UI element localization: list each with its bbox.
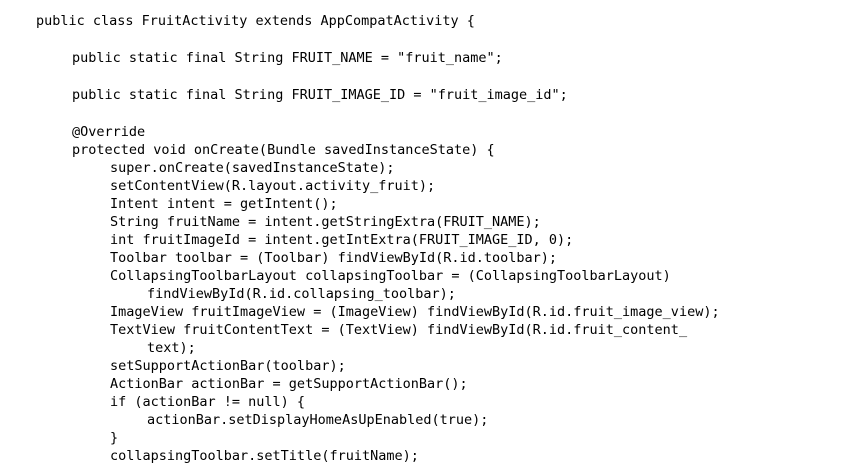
code-line-fruit-content-text-cont: text); [147, 340, 196, 356]
code-line-display-home-as-up: actionBar.setDisplayHomeAsUpEnabled(true… [147, 412, 489, 428]
code-line-fruit-name: String fruitName = intent.getStringExtra… [110, 214, 541, 230]
code-line-fruit-name-constant: public static final String FRUIT_NAME = … [72, 50, 503, 66]
code-line-class-declaration: public class FruitActivity extends AppCo… [36, 13, 475, 29]
code-line-if-action-bar: if (actionBar != null) { [110, 394, 306, 410]
blank-line [36, 30, 720, 49]
code-line-toolbar: Toolbar toolbar = (Toolbar) findViewById… [110, 250, 558, 266]
code-line-fruit-content-text: TextView fruitContentText = (TextView) f… [110, 322, 688, 338]
code-listing: public class FruitActivity extends AppCo… [36, 12, 720, 465]
code-line-fruit-image-id-constant: public static final String FRUIT_IMAGE_I… [72, 87, 568, 103]
code-line-super-oncreate: super.onCreate(savedInstanceState); [110, 160, 395, 176]
code-line-set-support-action-bar: setSupportActionBar(toolbar); [110, 358, 346, 374]
code-line-set-title: collapsingToolbar.setTitle(fruitName); [110, 448, 419, 464]
code-line-action-bar: ActionBar actionBar = getSupportActionBa… [110, 376, 468, 392]
blank-line [36, 67, 720, 86]
code-line-collapsing-toolbar-cont: findViewById(R.id.collapsing_toolbar); [147, 286, 456, 302]
code-line-set-content-view: setContentView(R.layout.activity_fruit); [110, 178, 436, 194]
code-line-get-intent: Intent intent = getIntent(); [110, 196, 338, 212]
blank-line [36, 104, 720, 123]
code-line-fruit-image-view: ImageView fruitImageView = (ImageView) f… [110, 304, 720, 320]
code-line-closing-brace: } [110, 430, 119, 446]
code-line-oncreate-signature: protected void onCreate(Bundle savedInst… [72, 142, 495, 158]
code-line-override-annotation: @Override [72, 124, 146, 140]
code-line-collapsing-toolbar: CollapsingToolbarLayout collapsingToolba… [110, 268, 671, 284]
code-line-fruit-image-id: int fruitImageId = intent.getIntExtra(FR… [110, 232, 574, 248]
